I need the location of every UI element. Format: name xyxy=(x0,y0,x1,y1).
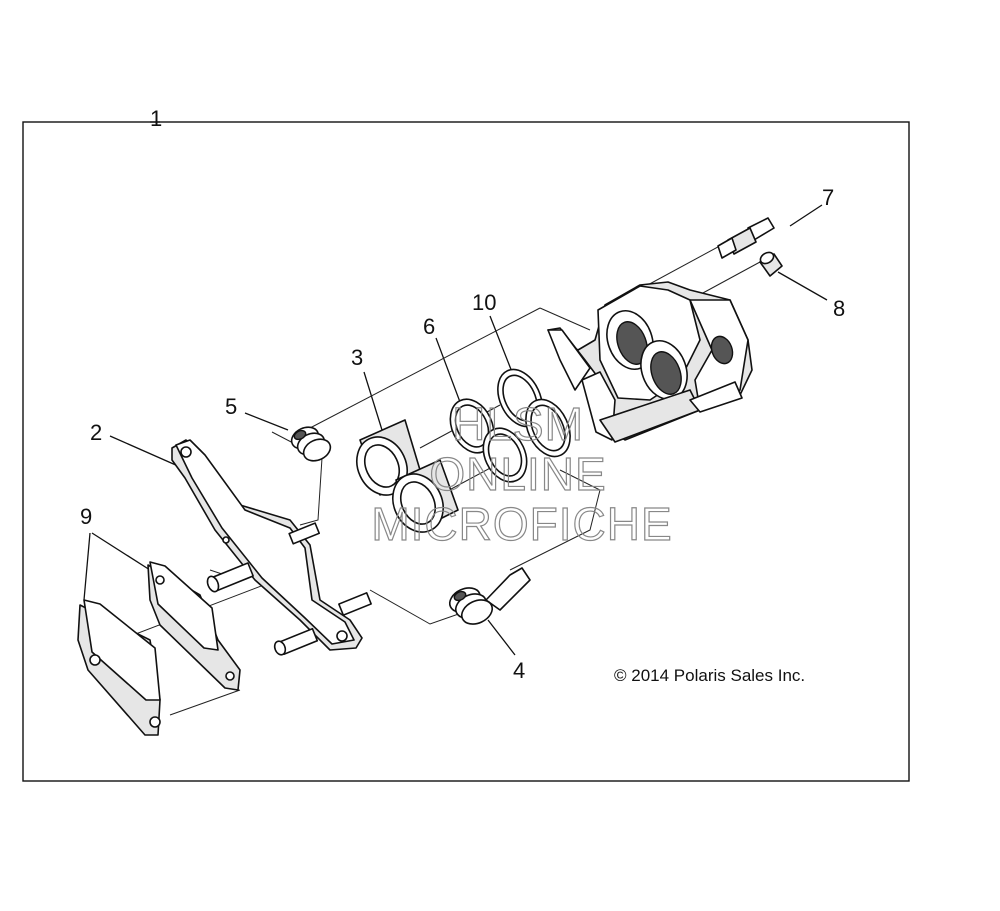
callout-numbers: 1 2 3 4 5 6 7 8 9 10 xyxy=(80,106,845,683)
watermark-line-2: ONLINE xyxy=(429,448,606,500)
bleeder-cap xyxy=(759,251,783,277)
callout-7: 7 xyxy=(822,185,834,210)
pin-boot-upper xyxy=(290,426,332,462)
watermark-line-3: MICROFICHE xyxy=(371,498,672,550)
brake-pad-inner xyxy=(147,561,241,691)
piston-lower xyxy=(392,459,459,533)
callout-3: 3 xyxy=(351,345,363,370)
copyright-notice: © 2014 Polaris Sales Inc. xyxy=(614,666,805,685)
callout-5: 5 xyxy=(225,394,237,419)
assembly-frame xyxy=(22,121,910,782)
piston-seal-set xyxy=(449,398,528,483)
watermark-line-1: HLSM xyxy=(452,398,584,450)
bleeder-screw xyxy=(717,217,775,259)
callout-2: 2 xyxy=(90,420,102,445)
brake-pad-outer xyxy=(77,599,161,736)
callout-1: 1 xyxy=(150,106,162,131)
pin-boot-lower xyxy=(448,567,531,625)
callout-8: 8 xyxy=(833,296,845,321)
callout-4: 4 xyxy=(513,658,525,683)
caliper-bracket xyxy=(171,439,372,656)
callout-9: 9 xyxy=(80,504,92,529)
callout-10: 10 xyxy=(472,290,496,315)
dust-seal-set xyxy=(497,368,571,458)
watermark: HLSM ONLINE MICROFICHE xyxy=(371,397,673,550)
caliper-housing xyxy=(547,281,753,443)
callout-6: 6 xyxy=(423,314,435,339)
